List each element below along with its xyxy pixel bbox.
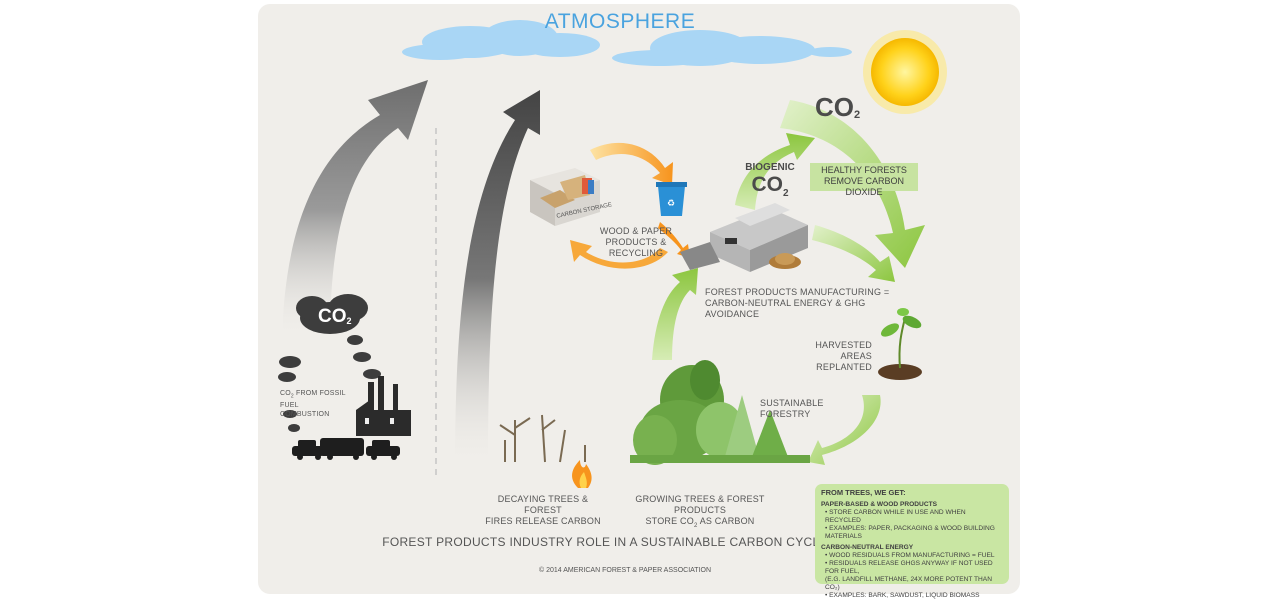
sapling-icon <box>878 308 922 380</box>
clouds <box>402 20 852 66</box>
box-item: (E.G. LANDFILL METHANE, 24X MORE POTENT … <box>825 576 992 591</box>
recycling-arrow-mid <box>658 222 690 258</box>
box-item: • EXAMPLES: BARK, SAWDUST, LIQUID BIOMAS… <box>825 592 980 599</box>
recycle-bin-icon: ♻ <box>656 182 687 216</box>
growing-trees-label: GROWING TREES & FOREST PRODUCTS STORE CO… <box>635 494 765 529</box>
decay-emissions-arrow <box>455 90 540 468</box>
sustainable-forestry-label: SUSTAINABLE FORESTRY <box>760 398 824 419</box>
recycling-arrow-bottom <box>570 240 668 269</box>
svg-text:♻: ♻ <box>667 198 675 208</box>
smoke-clouds-icon <box>278 294 381 432</box>
diagram-title: FOREST PRODUCTS INDUSTRY ROLE IN A SUSTA… <box>382 535 828 549</box>
growth-arrow <box>652 268 698 360</box>
fossil-fuel-label: CO2 FROM FOSSIL FUEL COMBUSTION <box>280 390 346 419</box>
atmosphere-label: ATMOSPHERE <box>544 10 696 33</box>
products-info-box: FROM TREES, WE GET: PAPER-BASED & WOOD P… <box>815 484 1009 599</box>
factory-icon <box>356 376 411 436</box>
box-heading: FROM TREES, WE GET: <box>821 488 906 497</box>
fire-icon <box>572 460 592 488</box>
co2-top-label: CO2 <box>815 92 861 122</box>
box-item: • EXAMPLES: PAPER, PACKAGING & WOOD BUIL… <box>825 525 995 540</box>
biogenic-arrow <box>735 133 815 210</box>
box-item: • RESIDUALS RELEASE GHGs ANYWAY IF NOT U… <box>825 560 993 575</box>
wood-paper-label: WOOD & PAPER PRODUCTS & RECYCLING <box>599 226 673 258</box>
harvested-label: HARVESTED AREAS REPLANTED <box>815 340 872 372</box>
manufacturing-label: FOREST PRODUCTS MANUFACTURING = CARBON-N… <box>705 287 890 319</box>
absorption-arrow <box>780 100 925 268</box>
box-item: • WOOD RESIDUALS FROM MANUFACTURING = FU… <box>825 552 995 559</box>
box-item: • STORE CARBON WHILE IN USE AND WHEN REC… <box>825 509 966 524</box>
decaying-trees-label: DECAYING TREES & FOREST FIRES RELEASE CA… <box>485 494 601 526</box>
vehicles-icon <box>292 438 400 460</box>
carbon-storage-boxes-icon <box>530 168 600 226</box>
decaying-trees-icon <box>499 414 586 463</box>
sustainable-arrow <box>808 395 881 465</box>
mill-icon <box>680 203 808 272</box>
co2-fossil-label: CO2 <box>318 306 352 327</box>
copyright-text: © 2014 AMERICAN FOREST & PAPER ASSOCIATI… <box>538 567 712 574</box>
harvest-arrow <box>812 225 895 282</box>
fossil-emissions-arrow <box>282 80 428 340</box>
box-section-1-title: PAPER-BASED & WOOD PRODUCTS <box>821 501 938 508</box>
recycling-arrow-top <box>590 142 673 185</box>
sun-icon <box>863 30 947 114</box>
box-section-2-title: CARBON-NEUTRAL ENERGY <box>821 544 914 551</box>
biogenic-co2-label: BIOGENIC CO2 <box>745 162 795 200</box>
healthy-forests-label: HEALTHY FORESTS REMOVE CARBON DIOXIDE <box>810 163 918 197</box>
forest-icon <box>630 360 810 465</box>
